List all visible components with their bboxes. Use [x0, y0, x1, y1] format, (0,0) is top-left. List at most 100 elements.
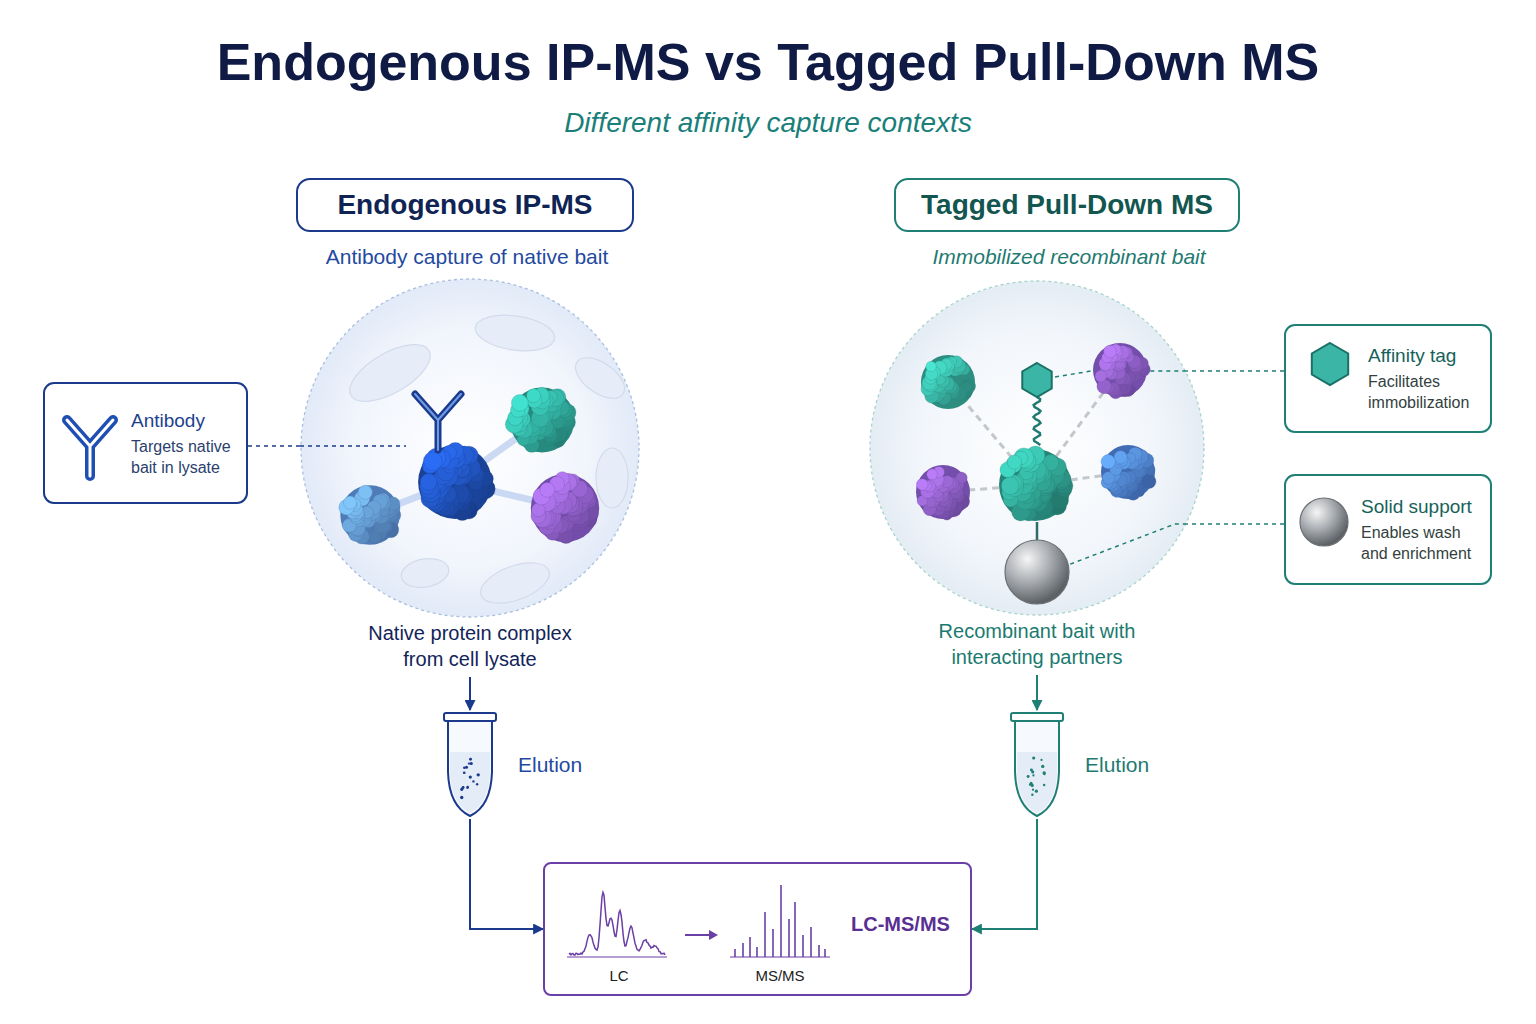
sample-dot — [1043, 773, 1045, 775]
protein-core — [999, 449, 1071, 521]
callout-body: Enables wash and enrichment — [1361, 522, 1484, 564]
flow-arrow-head — [709, 930, 718, 940]
leader-line — [1150, 370, 1186, 372]
spectrum-peak — [818, 945, 820, 957]
flow-arrow — [470, 819, 543, 929]
sample-dot — [472, 780, 474, 782]
antibody-callout: AntibodyTargets native bait in lysate — [43, 382, 248, 504]
sample-dot — [1040, 759, 1042, 761]
capture-illustration: Native protein complex from cell lysate — [300, 278, 640, 676]
leader-line — [300, 445, 406, 447]
spectrum-axis — [730, 956, 830, 957]
illustration-caption: Native protein complex from cell lysate — [350, 620, 590, 672]
sample-dot — [463, 771, 466, 774]
sample-dot — [1042, 771, 1045, 774]
lysate-circle — [301, 279, 639, 617]
leader-line — [1187, 523, 1284, 525]
sample-dot — [1027, 775, 1030, 778]
callout-heading: Antibody — [131, 409, 240, 433]
affinity-tag-callout: Affinity tagFacilitates immobilization — [1284, 324, 1492, 433]
callout-heading: Solid support — [1361, 495, 1484, 519]
capture-illustration: Recombinant bait with interacting partne… — [869, 280, 1205, 674]
flow-arrow-shaft — [685, 934, 711, 936]
tag-linker — [1034, 397, 1041, 445]
bead-linker — [1036, 522, 1039, 542]
callout-heading: Affinity tag — [1368, 344, 1484, 368]
protein-bead — [1104, 345, 1117, 358]
flow-arrow — [972, 819, 1037, 929]
protein-blob — [1101, 445, 1156, 500]
elution-tube: Elution — [442, 712, 592, 818]
spectrum-peak — [824, 949, 826, 957]
sample-dot — [467, 786, 469, 788]
antibody-symbol — [67, 420, 113, 476]
protein-bead — [1095, 370, 1107, 382]
protein-bead — [540, 482, 555, 497]
chromatogram-axis — [567, 956, 667, 957]
antibody-symbol — [415, 394, 461, 450]
protein-blob — [505, 387, 576, 452]
protein-bead — [423, 452, 442, 471]
tube-svg — [1009, 712, 1065, 818]
diagram-title: Endogenous IP-MS vs Tagged Pull-Down MS — [217, 30, 1320, 94]
sample-dot — [1031, 793, 1033, 795]
spectrum-peak — [780, 885, 782, 957]
organelle-shape — [596, 448, 628, 508]
spectrum-peak — [788, 919, 790, 957]
sample-dot — [461, 788, 464, 791]
illustration-caption: Recombinant bait with interacting partne… — [917, 618, 1157, 670]
sample-dot — [460, 788, 463, 791]
sample-dot — [1032, 774, 1034, 776]
header-subtitle: Antibody capture of native bait — [198, 244, 736, 270]
tube-body — [448, 721, 492, 816]
protein-blob — [1093, 343, 1150, 399]
protein-core — [916, 465, 970, 519]
tube-liquid — [1017, 752, 1057, 813]
method-header-box: Tagged Pull-Down MSImmobilized recombina… — [894, 178, 1240, 232]
hexagon-icon — [1312, 343, 1348, 385]
protein-bead — [927, 469, 938, 480]
leader-line — [1068, 524, 1187, 565]
flow-arrow — [1036, 675, 1038, 710]
callout-body: Facilitates immobilization — [1368, 371, 1484, 413]
spectrum-peak — [810, 927, 812, 957]
capture-circle — [870, 281, 1204, 615]
organelle-shape — [473, 311, 557, 356]
protein-blob — [999, 446, 1073, 521]
protein-bead — [1114, 451, 1127, 464]
antibody-outline — [415, 394, 461, 450]
lcms-box: LCMS/MSLC-MS/MS — [543, 862, 972, 996]
sample-dot — [470, 762, 473, 765]
sample-dot — [1032, 756, 1035, 759]
protein-bead — [358, 485, 372, 499]
tube-liquid — [450, 752, 490, 813]
protein-bead — [1007, 455, 1021, 469]
sample-dot — [1031, 784, 1034, 787]
protein-core — [1101, 445, 1155, 499]
sample-dot — [469, 758, 472, 761]
protein-bead — [511, 395, 528, 412]
protein-core — [418, 445, 492, 519]
spectrum-peak — [742, 943, 744, 957]
tube-rim — [444, 713, 496, 721]
antibody-core — [415, 394, 461, 450]
spectrum-peak — [749, 937, 751, 957]
axis-caption: MS/MS — [735, 964, 825, 988]
method-header-box: Endogenous IP-MSAntibody capture of nati… — [296, 178, 634, 232]
protein-core — [340, 485, 399, 544]
protein-blob — [531, 472, 599, 544]
leader-line — [248, 445, 300, 447]
tube-svg — [442, 712, 498, 818]
spectrum-peak — [802, 935, 804, 957]
subtitle-text: Different affinity capture contexts — [564, 104, 972, 142]
tube-rim — [1011, 713, 1063, 721]
sphere-icon-svg — [1286, 476, 1363, 587]
capture-illustration-svg — [869, 280, 1205, 616]
protein-bead — [420, 474, 437, 491]
affinity-tag-hexagon — [1022, 363, 1051, 397]
sample-dot — [476, 783, 478, 785]
antibody-core — [67, 420, 113, 476]
leader-line — [1186, 370, 1284, 372]
protein-blob — [339, 485, 401, 544]
protein-blob — [916, 465, 970, 520]
